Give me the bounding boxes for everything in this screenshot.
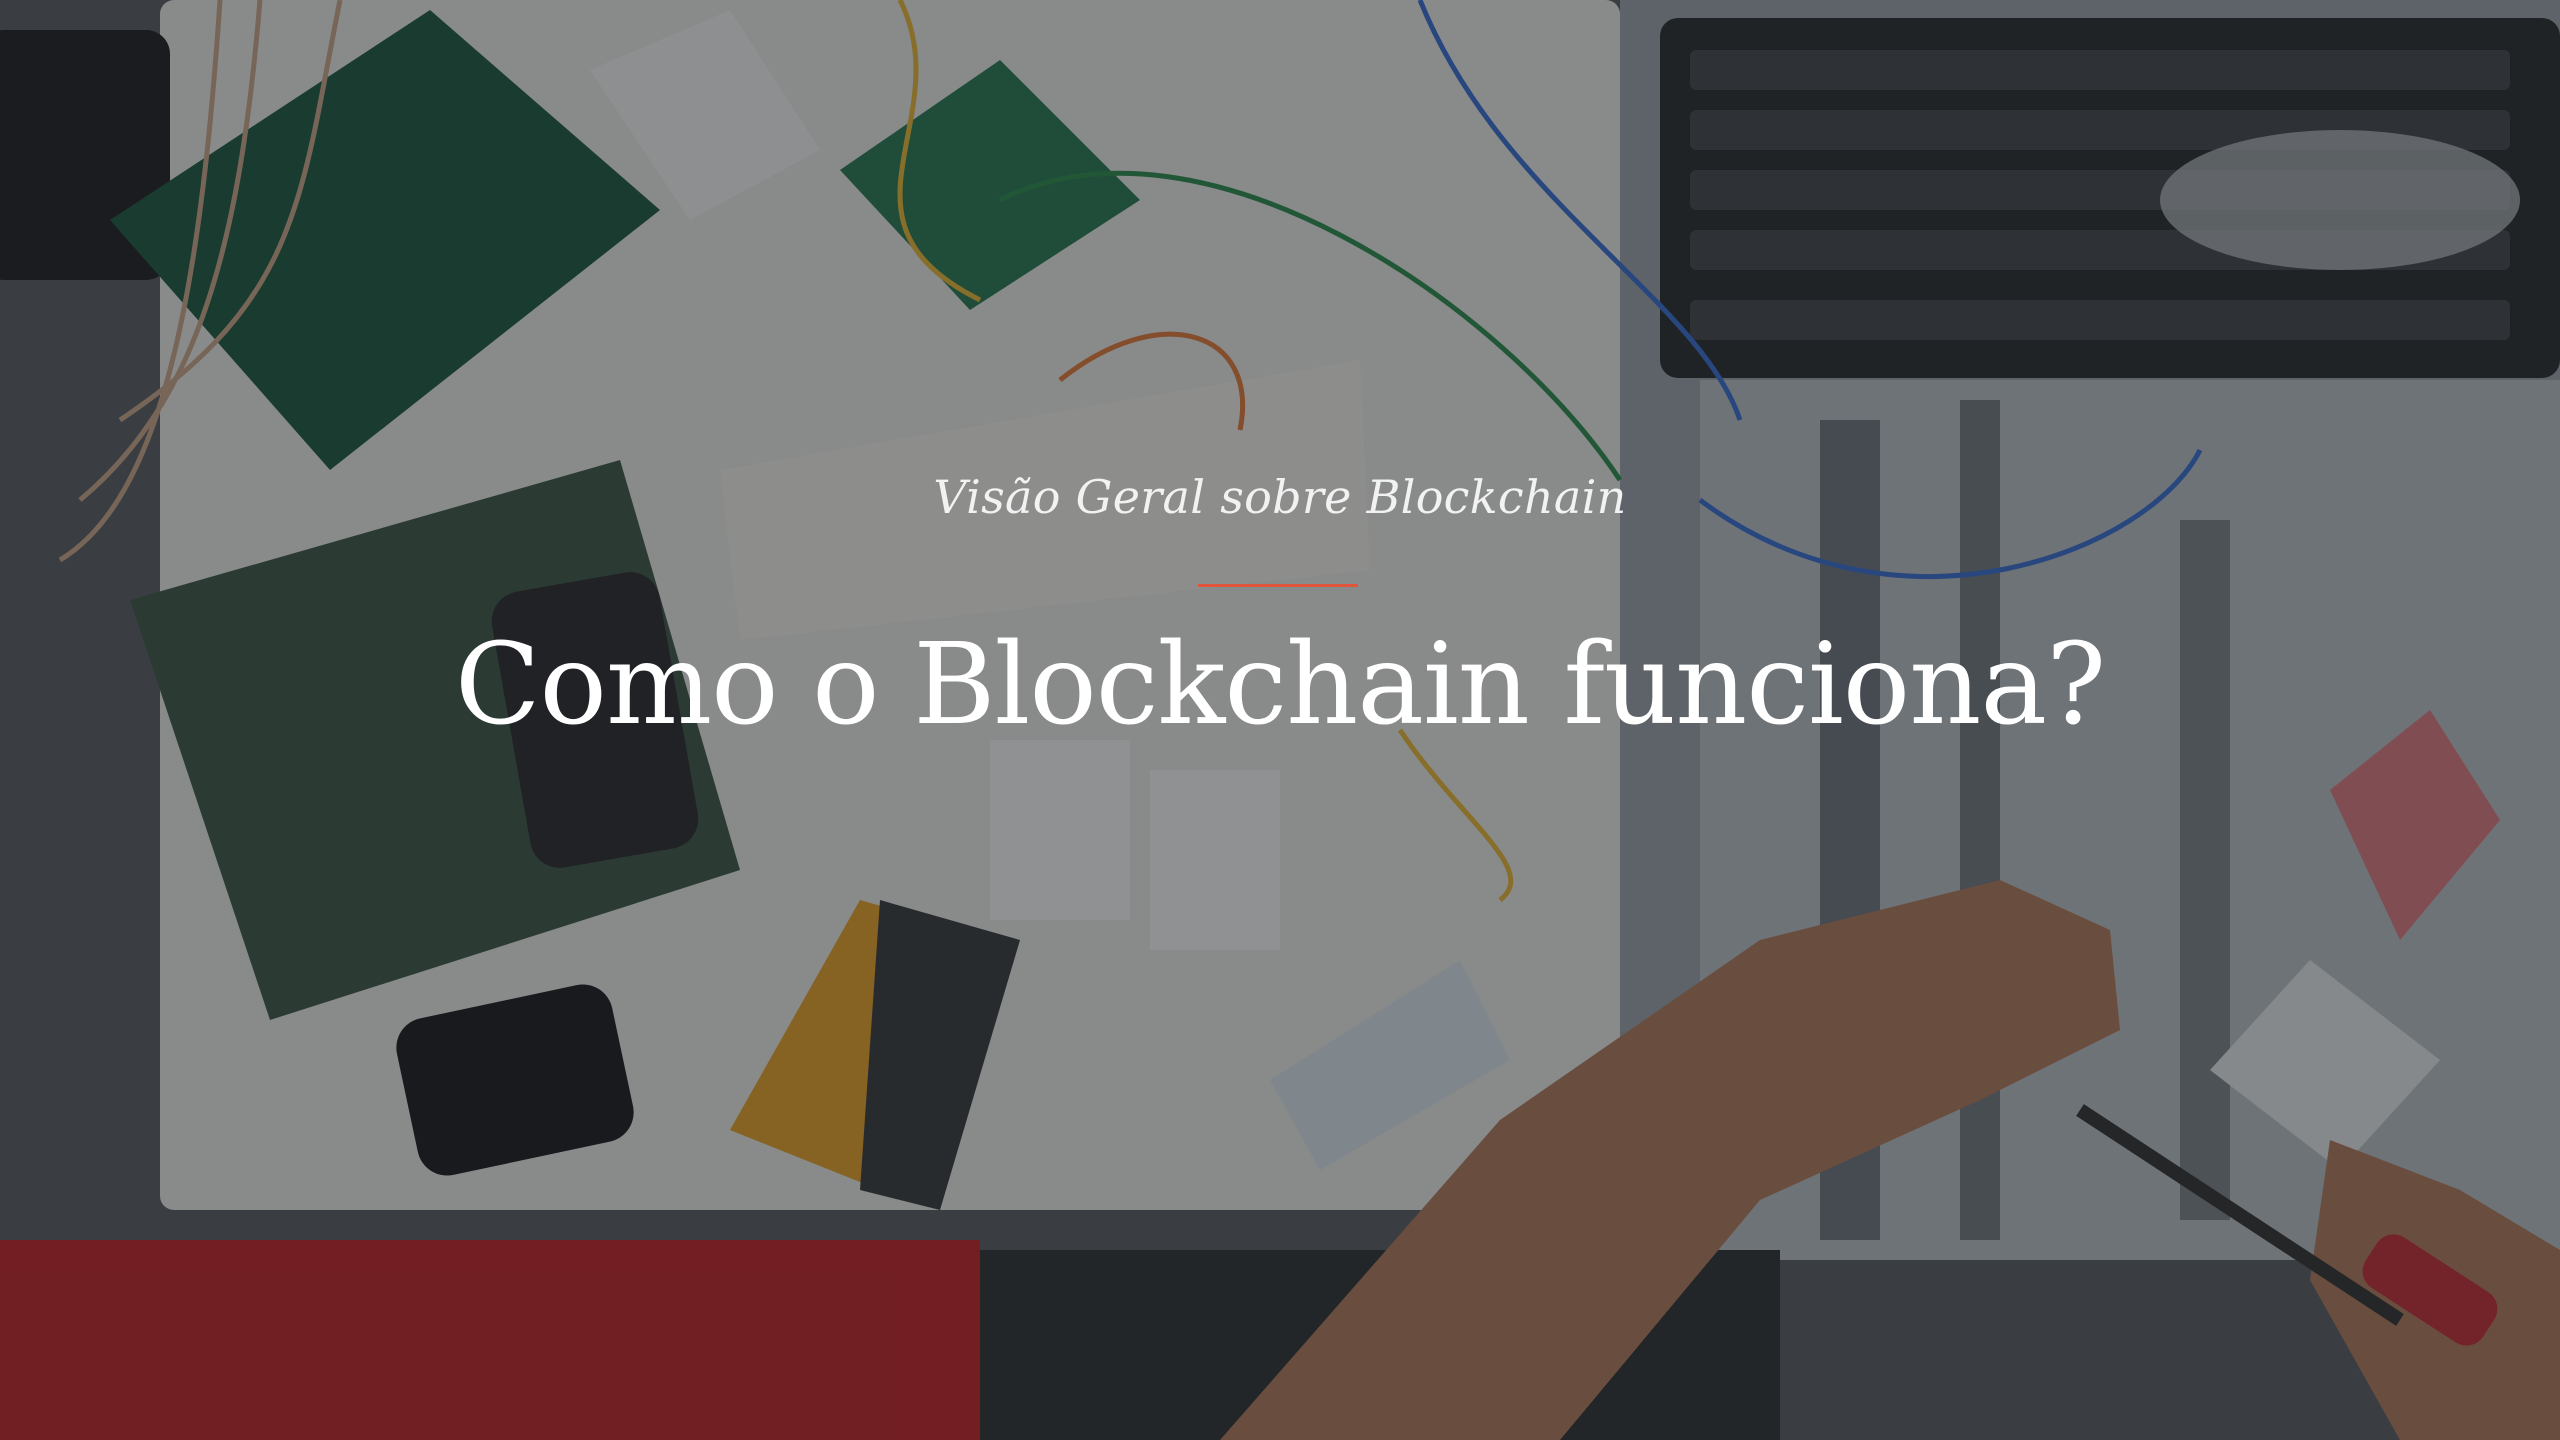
accent-divider [1198,584,1358,587]
slide-title: Como o Blockchain funciona? [454,620,2106,750]
slide-subtitle: Visão Geral sobre Blockchain [933,470,1627,524]
